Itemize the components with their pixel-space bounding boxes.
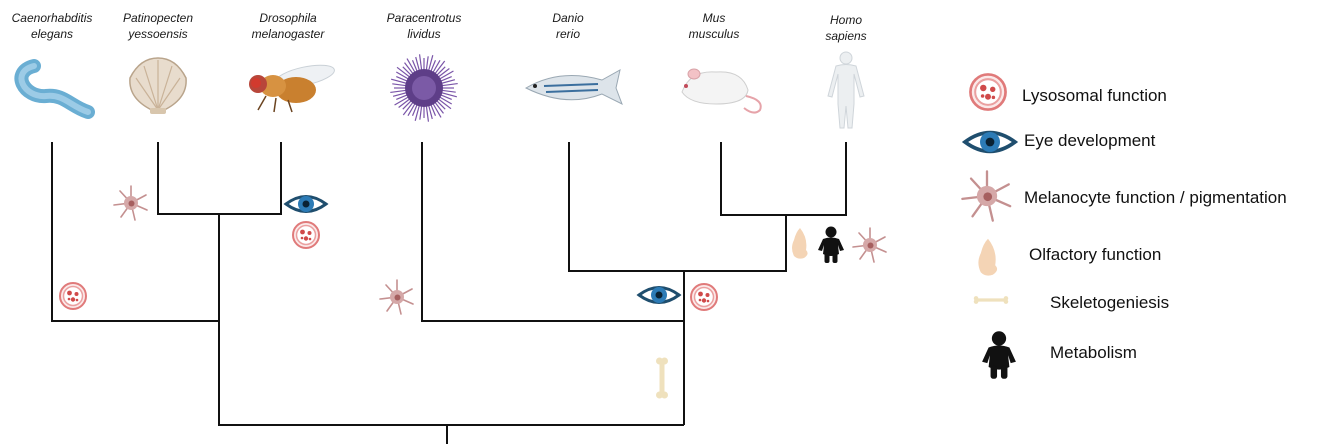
bone-icon: [974, 296, 1008, 304]
lysosome-marker-vertebrates: [691, 284, 717, 310]
species-genus: Drosophila: [228, 10, 348, 26]
tree-branches: [52, 142, 846, 444]
body-icon: [982, 331, 1016, 378]
legend-label-skeletogenesis: Skeletogeniesis: [1050, 293, 1169, 313]
species-genus: Caenorhabditis: [0, 10, 112, 26]
sea-urchin-icon: [390, 54, 457, 121]
legend-label-metabolism: Metabolism: [1050, 343, 1137, 363]
nose-icon: [978, 239, 997, 276]
zebrafish-icon: [526, 70, 622, 104]
species-label-p-lividus: Paracentrotus lividus: [364, 10, 484, 42]
worm-icon: [21, 66, 88, 112]
lysosome-marker-fly: [293, 222, 319, 248]
human-icon: [828, 52, 864, 128]
lysosome-icon: [970, 74, 1005, 109]
species-label-d-rerio: Danio rerio: [508, 10, 628, 42]
species-epithet: melanogaster: [228, 26, 348, 42]
branch-urchin: [422, 142, 684, 425]
species-genus: Mus: [654, 10, 774, 26]
species-genus: Patinopecten: [98, 10, 218, 26]
branch-root-left: [219, 321, 684, 425]
species-label-d-melanogaster: Drosophila melanogaster: [228, 10, 348, 42]
branch-fish-mammals: [569, 142, 786, 271]
species-genus: Paracentrotus: [364, 10, 484, 26]
legend-label-eye: Eye development: [1024, 131, 1155, 151]
melanocyte-icon: [962, 171, 1010, 220]
legend-label-lysosomal: Lysosomal function: [1022, 86, 1167, 106]
eye-marker-fly: [286, 196, 326, 212]
body-marker-mammals: [818, 227, 844, 264]
melanocyte-marker-mammals: [853, 228, 886, 262]
melanocyte-marker-scallop: [114, 186, 147, 220]
species-epithet: elegans: [0, 26, 112, 42]
melanocyte-marker-urchin: [380, 280, 413, 314]
species-epithet: rerio: [508, 26, 628, 42]
species-epithet: yessoensis: [98, 26, 218, 42]
species-label-h-sapiens: Homo sapiens: [786, 12, 906, 44]
fruit-fly-icon: [249, 61, 336, 112]
species-epithet: sapiens: [786, 28, 906, 44]
eye-icon: [965, 132, 1015, 152]
bone-marker-vertebrates: [656, 358, 668, 399]
species-epithet: lividus: [364, 26, 484, 42]
eye-marker-vertebrates: [639, 287, 679, 303]
species-epithet: musculus: [654, 26, 774, 42]
scallop-icon: [130, 58, 186, 114]
branch-mouse-human: [721, 142, 846, 215]
species-genus: Homo: [786, 12, 906, 28]
species-label-m-musculus: Mus musculus: [654, 10, 774, 42]
legend-label-olfactory: Olfactory function: [1029, 245, 1161, 265]
species-genus: Danio: [508, 10, 628, 26]
branch-scallop-fly: [158, 142, 281, 214]
species-label-p-yessoensis: Patinopecten yessoensis: [98, 10, 218, 42]
nose-marker-mammals: [792, 228, 808, 259]
mouse-icon: [682, 69, 761, 113]
lysosome-marker-worm: [60, 283, 86, 309]
legend-label-melanocyte: Melanocyte function / pigmentation: [1024, 188, 1287, 208]
species-label-c-elegans: Caenorhabditis elegans: [0, 10, 112, 42]
